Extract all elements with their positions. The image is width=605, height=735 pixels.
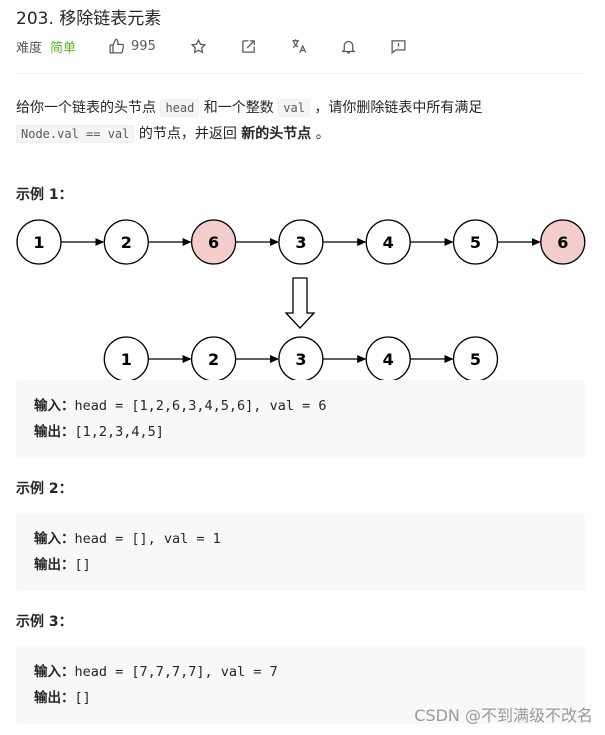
example-2-input: 输入：head = [], val = 1 bbox=[34, 531, 221, 547]
description-bold: 新的头节点 bbox=[241, 126, 312, 142]
description-text: 和一个整数 bbox=[199, 100, 279, 116]
notification-button[interactable] bbox=[340, 37, 358, 55]
output-label: 输出 bbox=[34, 424, 61, 440]
output-value: [1,2,3,4,5] bbox=[74, 424, 164, 440]
feedback-icon bbox=[391, 39, 406, 54]
before-node-circle bbox=[540, 219, 586, 265]
input-value: head = [], val = 1 bbox=[74, 531, 221, 547]
description-text: 的节点，并返回 bbox=[134, 126, 242, 142]
before-node-label: 6 bbox=[208, 233, 219, 252]
before-node-label: 4 bbox=[383, 233, 394, 252]
inline-code-val: val bbox=[278, 99, 310, 117]
inline-code-condition: Node.val == val bbox=[16, 125, 135, 143]
before-node-label: 3 bbox=[295, 233, 306, 252]
example-3-box: 输入：head = [7,7,7,7], val = 7 输出：[] bbox=[16, 646, 585, 724]
star-icon bbox=[191, 38, 207, 54]
description-text: 。 bbox=[311, 126, 330, 142]
input-value: head = [1,2,6,3,4,5,6], val = 6 bbox=[74, 398, 327, 414]
example-3-output: 输出：[] bbox=[34, 690, 91, 706]
before-node-label: 2 bbox=[121, 233, 132, 252]
like-count: 995 bbox=[131, 38, 156, 54]
difficulty-label: 难度 bbox=[16, 40, 43, 56]
share-button[interactable] bbox=[240, 37, 258, 55]
example-1-title: 示例 1： bbox=[16, 187, 73, 203]
bell-icon bbox=[341, 40, 357, 54]
after-node-label: 1 bbox=[121, 350, 132, 369]
csdn-watermark: CSDN @不到满级不改名 bbox=[414, 706, 593, 725]
linked-list-diagram: 1 2 6 3 4 5 6 1 2 3 4 5 bbox=[16, 219, 586, 382]
problem-description: 给你一个链表的头节点 head 和一个整数 val ，请你删除链表中所有满足 N… bbox=[16, 95, 586, 147]
translate-button[interactable] bbox=[290, 37, 308, 55]
output-label: 输出 bbox=[34, 557, 61, 573]
favorite-button[interactable] bbox=[190, 37, 208, 55]
problem-meta-bar: 难度 简单 995 bbox=[16, 36, 408, 56]
example-1-output: 输出：[1,2,3,4,5] bbox=[34, 424, 164, 440]
example-3-title: 示例 3： bbox=[16, 614, 73, 630]
description-text: ，请你删除链表中所有满足 bbox=[309, 100, 483, 116]
after-node-label: 2 bbox=[208, 350, 219, 369]
after-node-label: 5 bbox=[470, 350, 481, 369]
translate-icon bbox=[292, 39, 307, 53]
input-label: 输入 bbox=[34, 531, 61, 547]
example-1-input: 输入：head = [1,2,6,3,4,5,6], val = 6 bbox=[34, 398, 327, 414]
before-node-label: 1 bbox=[33, 233, 44, 252]
example-3-input: 输入：head = [7,7,7,7], val = 7 bbox=[34, 664, 278, 680]
thumbs-up-icon bbox=[109, 38, 125, 54]
example-1-box: 输入：head = [1,2,6,3,4,5,6], val = 6 输出：[1… bbox=[16, 380, 585, 458]
input-label: 输入 bbox=[34, 398, 61, 414]
header-divider bbox=[16, 73, 585, 74]
transform-down-arrow bbox=[284, 277, 316, 329]
example-2-box: 输入：head = [], val = 1 输出：[] bbox=[16, 514, 585, 591]
description-text: 给你一个链表的头节点 bbox=[16, 100, 161, 116]
before-node-label: 5 bbox=[470, 233, 481, 252]
after-node-label: 3 bbox=[295, 350, 306, 369]
feedback-button[interactable] bbox=[390, 37, 408, 55]
share-icon bbox=[242, 39, 256, 53]
example-2-title: 示例 2： bbox=[16, 481, 73, 497]
problem-title: 203. 移除链表元素 bbox=[16, 9, 162, 29]
output-label: 输出 bbox=[34, 690, 61, 706]
like-button[interactable]: 995 bbox=[108, 38, 156, 55]
inline-code-head: head bbox=[160, 99, 200, 117]
input-value: head = [7,7,7,7], val = 7 bbox=[74, 664, 278, 680]
difficulty-badge: 简单 bbox=[50, 40, 77, 56]
example-2-output: 输出：[] bbox=[34, 557, 91, 573]
output-value: [] bbox=[74, 557, 91, 573]
before-node-label: 6 bbox=[557, 233, 568, 252]
after-node-label: 4 bbox=[383, 350, 394, 369]
output-value: [] bbox=[74, 690, 91, 706]
input-label: 输入 bbox=[34, 664, 61, 680]
